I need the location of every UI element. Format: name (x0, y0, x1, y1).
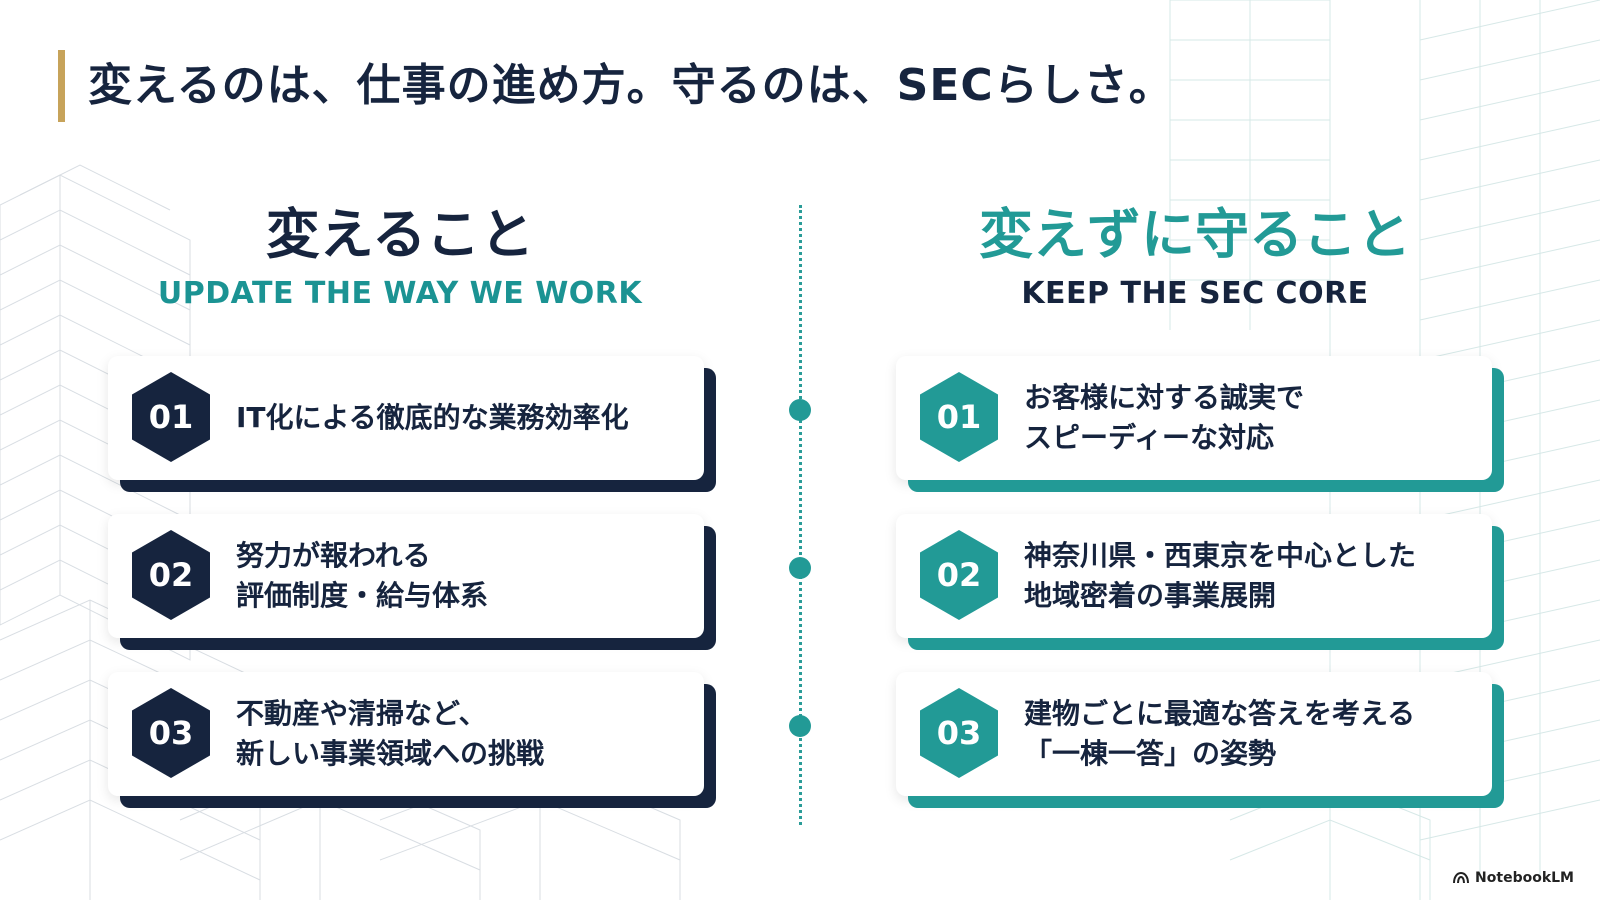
center-divider-line (799, 205, 802, 825)
left-column-heading: 変えること (265, 203, 535, 266)
card-text-line: お客様に対する誠実で (1024, 381, 1305, 414)
notebooklm-logo-icon (1453, 872, 1470, 884)
card-text-line: スピーディーな対応 (1024, 421, 1275, 454)
card-text-line: 不動産や清掃など、 (236, 697, 487, 730)
right-column-subheading: KEEP THE SEC CORE (1021, 276, 1369, 311)
number-hexagon-icon: 02 (132, 530, 210, 620)
number-hexagon-icon: 02 (920, 530, 998, 620)
notebooklm-watermark: NotebookLM (1453, 868, 1574, 888)
right-column-heading: 変えずに守ること (979, 203, 1411, 266)
title-accent-bar (58, 50, 65, 122)
left-item-card: 03 不動産や清掃など、 新しい事業領域への挑戦 (108, 672, 704, 796)
card-text: 不動産や清掃など、 新しい事業領域への挑戦 (236, 672, 688, 796)
brand-label: NotebookLM (1475, 870, 1574, 886)
card-text: 努力が報われる 評価制度・給与体系 (236, 514, 688, 638)
card-text-line: 努力が報われる (236, 539, 431, 572)
number-hexagon-icon: 03 (132, 688, 210, 778)
card-text-line: 「一棟一答」の姿勢 (1024, 737, 1277, 770)
number-hexagon-icon: 01 (132, 372, 210, 462)
card-text-line: 地域密着の事業展開 (1024, 579, 1277, 612)
card-text-line: 評価制度・給与体系 (236, 579, 489, 612)
divider-node (789, 557, 811, 579)
number-hexagon-icon: 01 (920, 372, 998, 462)
right-item-card: 03 建物ごとに最適な答えを考える 「一棟一答」の姿勢 (896, 672, 1492, 796)
card-text-line: 新しい事業領域への挑戦 (236, 737, 545, 770)
divider-node (789, 715, 811, 737)
right-item-card: 02 神奈川県・西東京を中心とした 地域密着の事業展開 (896, 514, 1492, 638)
card-text-line: 建物ごとに最適な答えを考える (1024, 697, 1416, 730)
card-text: 神奈川県・西東京を中心とした 地域密着の事業展開 (1024, 514, 1476, 638)
number-hexagon-icon: 03 (920, 688, 998, 778)
card-text: IT化による徹底的な業務効率化 (236, 356, 688, 480)
card-text-line: IT化による徹底的な業務効率化 (236, 401, 629, 434)
page-title: 変えるのは、仕事の進め方。守るのは、SECらしさ。 (88, 60, 1174, 111)
card-text-line: 神奈川県・西東京を中心とした (1024, 539, 1417, 572)
right-item-card: 01 お客様に対する誠実で スピーディーな対応 (896, 356, 1492, 480)
divider-node (789, 399, 811, 421)
left-item-card: 01 IT化による徹底的な業務効率化 (108, 356, 704, 480)
left-column-subheading: UPDATE THE WAY WE WORK (157, 276, 643, 311)
left-item-card: 02 努力が報われる 評価制度・給与体系 (108, 514, 704, 638)
card-text: お客様に対する誠実で スピーディーな対応 (1024, 356, 1476, 480)
card-text: 建物ごとに最適な答えを考える 「一棟一答」の姿勢 (1024, 672, 1476, 796)
